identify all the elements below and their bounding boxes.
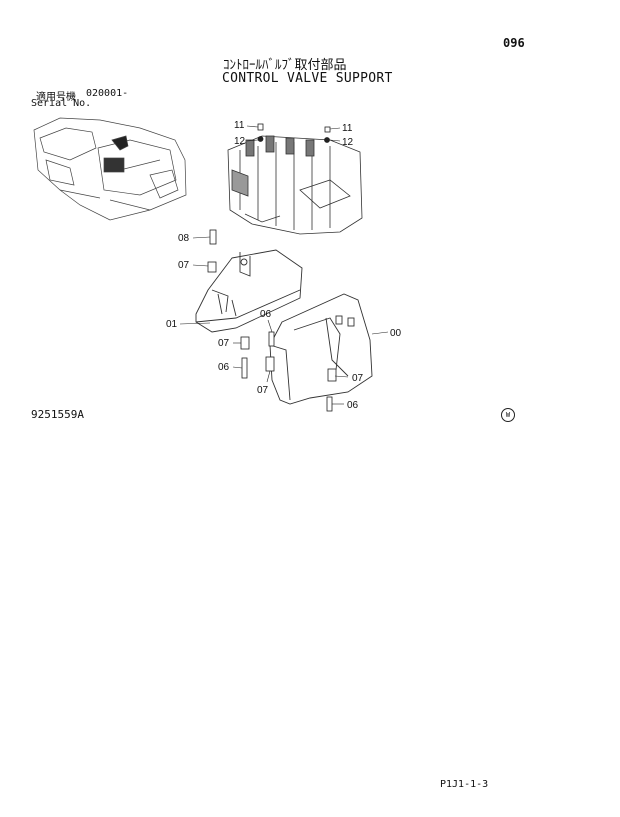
label-11-right: 11: [342, 123, 353, 134]
label-01: 01: [166, 319, 178, 330]
label-07-lower: 07: [257, 385, 269, 396]
label-08: 08: [178, 233, 190, 244]
page-code: P1J1-1-3: [440, 779, 489, 790]
machine-overview-sketch: [33, 117, 187, 221]
label-12-top: 12: [234, 136, 246, 147]
control-valve: [227, 135, 363, 235]
label-06-right: 06: [347, 400, 359, 411]
page-number: 096: [503, 36, 525, 50]
serial-label-jp: 適用号機: [36, 92, 76, 103]
label-11-top: 11: [234, 120, 245, 131]
support-bracket-00: [269, 293, 373, 405]
leader-lines: [179, 125, 389, 405]
label-06-upper: 06: [260, 309, 272, 320]
title-japanese: ｺﾝﾄﾛｰﾙﾊﾞﾙﾌﾞ取付部品: [223, 58, 347, 73]
valve-bolts-top: [257, 123, 331, 143]
serial-label-en: Serial No.: [31, 98, 92, 109]
label-12-right: 12: [342, 137, 354, 148]
label-07-upper: 07: [178, 260, 190, 271]
label-00: 00: [390, 328, 402, 339]
part-number-labels: 11 12 11 12 08 07 01 06 07 06 07 00 07 0…: [166, 120, 402, 411]
drawing-number: 9251559A: [31, 408, 84, 421]
serial-value: 020001-: [86, 88, 129, 99]
title-english: CONTROL VALVE SUPPORT: [222, 71, 393, 86]
bolts-and-spacers: [207, 229, 337, 412]
mount-bracket-01: [195, 249, 303, 333]
label-06-middle: 06: [218, 362, 230, 373]
region-mark-icon: W: [501, 408, 515, 422]
label-07-right: 07: [352, 373, 364, 384]
label-07-middle: 07: [218, 338, 230, 349]
